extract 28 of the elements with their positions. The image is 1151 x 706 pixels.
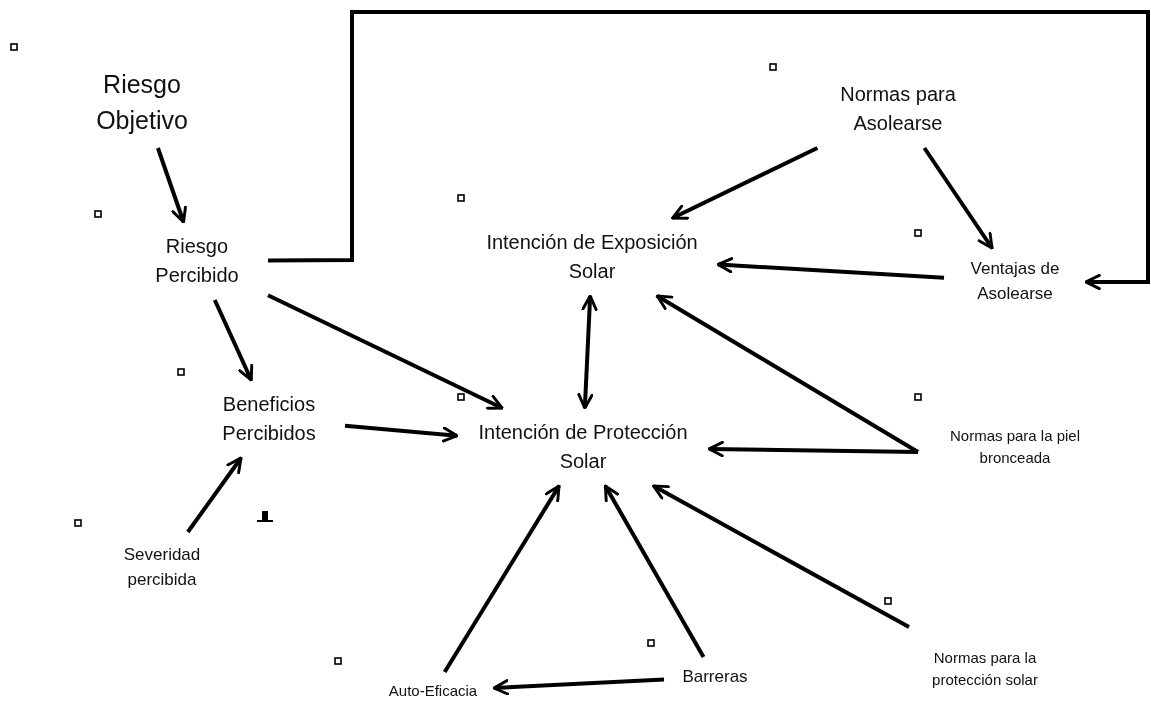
- concept-label: Beneficios Percibidos: [221, 392, 317, 446]
- concept-label: Auto-Eficacia: [388, 681, 478, 702]
- concept-label: Normas para la piel bronceada: [948, 426, 1082, 468]
- arrow: [492, 677, 665, 696]
- arrow: [577, 294, 598, 410]
- arrow: [716, 257, 945, 280]
- concept-label: Riesgo Objetivo: [95, 68, 189, 136]
- arrow: [268, 10, 1150, 291]
- concept-label: Normas para la protección solar: [931, 648, 1039, 690]
- concept-label: Riesgo Percibido: [154, 234, 240, 288]
- arrow: [707, 440, 919, 458]
- arrow: [922, 146, 994, 250]
- arrow: [671, 146, 819, 220]
- arrow: [267, 293, 504, 410]
- arrow: [344, 423, 459, 443]
- concept-label: Intención de Exposición Solar: [485, 230, 699, 284]
- arrow: [212, 299, 254, 382]
- concept-label: Ventajas de Asolearse: [969, 258, 1061, 305]
- arrow: [156, 147, 187, 224]
- concept-label: Severidad percibida: [122, 544, 202, 591]
- concept-label: Barreras: [682, 665, 748, 688]
- arrow: [652, 484, 910, 629]
- arrow: [655, 294, 920, 454]
- arrow: [186, 456, 243, 534]
- arrow: [442, 484, 561, 674]
- concept-label: Intención de Protección Solar: [477, 420, 689, 474]
- arrow: [603, 484, 706, 658]
- concept-label: Normas para Asolearse: [839, 82, 957, 136]
